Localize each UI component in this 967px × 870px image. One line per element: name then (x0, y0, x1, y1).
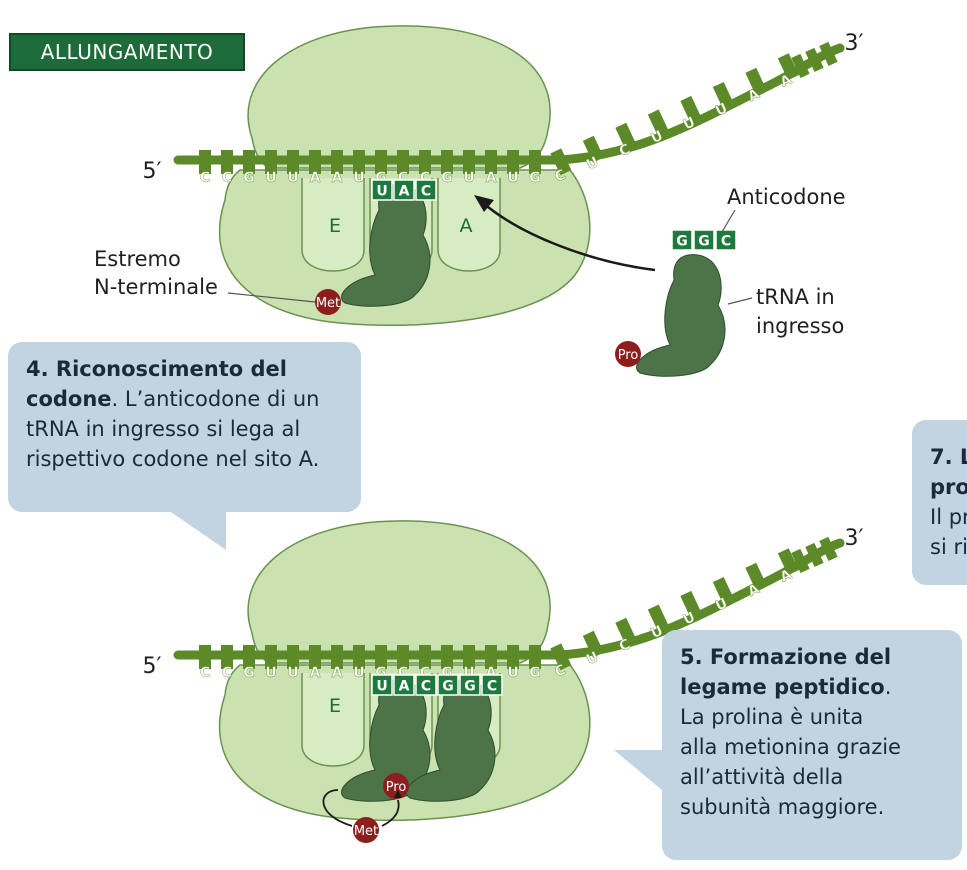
ribosome-large-subunit (248, 521, 550, 663)
anticodon-letter: G (442, 679, 454, 695)
label-anticodone: Anticodone (727, 184, 846, 211)
mrna-base-letter: U (507, 665, 518, 681)
amino-acid-met-bottom: Met (353, 817, 379, 843)
anticodon-letter: C (721, 234, 731, 250)
anticodon-letter: C (421, 679, 431, 695)
step5-text-3: La prolina è unita (680, 702, 946, 732)
site-a-label: A (460, 215, 473, 237)
step5-keyword: legame peptidico (680, 675, 885, 699)
amino-acid-pro-incoming: Pro (615, 341, 641, 367)
site-e-label-bottom: E (329, 695, 341, 717)
mrna-base-letter: U (287, 170, 298, 186)
step4-callout: 4. Riconoscimento del codone. L’anticodo… (8, 342, 361, 512)
amino-acid-met-top: Met (315, 289, 341, 315)
mrna-base-letter: U (287, 665, 298, 681)
step7-callout: 7. L pro Il pr si ri (912, 420, 967, 585)
mrna-base-letter: A (332, 665, 343, 681)
mrna-base-letter: A (310, 170, 321, 186)
mrna-base-letter: C (222, 665, 232, 681)
anticodon-letter: G (698, 234, 710, 250)
anticodon-letter: U (376, 679, 387, 695)
amino-acid-label: Pro (618, 348, 639, 363)
amino-acid-label: Met (354, 824, 378, 839)
mrna-base-letter: U (353, 170, 364, 186)
step7-keyword: pro (930, 475, 967, 499)
trna-leader (728, 298, 752, 304)
mrna-base-letter: C (200, 665, 210, 681)
mrna-base-letter: G (243, 665, 255, 681)
step4-text-4: rispettivo codone nel sito A. (26, 444, 345, 474)
mrna-base-letter: U (463, 170, 474, 186)
site-e-channel (302, 673, 364, 766)
mrna-base-letter: C (200, 170, 210, 186)
step7-text-3: Il pr (930, 502, 967, 532)
mrna-base-letter: U (265, 170, 276, 186)
five-prime-label-bottom: 5′ (143, 654, 162, 679)
step5-callout-tail (614, 750, 662, 790)
anticodon-letter: C (421, 184, 431, 200)
step5-text-5: all’attività della (680, 762, 946, 792)
trna-incoming (637, 255, 725, 377)
step5-title: 5. Formazione del (680, 645, 891, 669)
step4-keyword: codone (26, 387, 112, 411)
mrna-base-letter: G (243, 170, 255, 186)
anticodon-letter: G (676, 234, 688, 250)
mrna-base-letter: C (222, 170, 232, 186)
step4-text-2: . L’anticodone di un (112, 387, 320, 411)
anticodon-letter: U (376, 184, 387, 200)
mrna-base-letter: G (529, 170, 541, 186)
label-trna-in: tRNA in (756, 284, 835, 311)
anticodon-letter: A (399, 184, 410, 200)
mrna-base-letter: A (310, 665, 321, 681)
mrna-base-letter: A (332, 170, 343, 186)
three-prime-label-bottom: 3′ (845, 526, 864, 551)
mrna-base-letter: G (441, 170, 453, 186)
mrna-base-letter: U (265, 665, 276, 681)
step7-text-4: si ri (930, 532, 967, 562)
anticodon-letter: G (464, 679, 476, 695)
step5-text-6: subunità maggiore. (680, 792, 946, 822)
step4-title: 4. Riconoscimento del (26, 357, 287, 381)
anticodon-p-site-bottom: UAC (372, 675, 436, 695)
mrna-base-letter: G (529, 665, 541, 681)
three-prime-label-top: 3′ (845, 31, 864, 56)
five-prime-label-top: 5′ (143, 159, 162, 184)
ribosome-large-subunit (248, 26, 550, 168)
mrna-base-letter: U (353, 665, 364, 681)
site-e-label: E (329, 215, 341, 237)
amino-acid-label: Met (316, 296, 340, 311)
anticodon-letter: C (487, 679, 497, 695)
step7-title: 7. L (930, 445, 967, 469)
anticodone-leader (722, 210, 735, 232)
label-n-terminale: N-terminale (94, 274, 218, 301)
section-title: ALLUNGAMENTO (9, 33, 245, 71)
label-estremo: Estremo (94, 246, 181, 273)
label-ingresso: ingresso (756, 313, 844, 340)
amino-acid-label: Pro (386, 780, 407, 795)
step4-text-3: tRNA in ingresso si lega al (26, 414, 345, 444)
mrna-base-letter: U (507, 170, 518, 186)
anticodon-letter: A (399, 679, 410, 695)
step4-callout-tail (168, 510, 226, 550)
step5-text-4: alla metionina grazie (680, 732, 946, 762)
step5-text-2: . (885, 675, 892, 699)
mrna-base-letter: A (486, 170, 497, 186)
step5-callout: 5. Formazione del legame peptidico. La p… (662, 630, 962, 860)
